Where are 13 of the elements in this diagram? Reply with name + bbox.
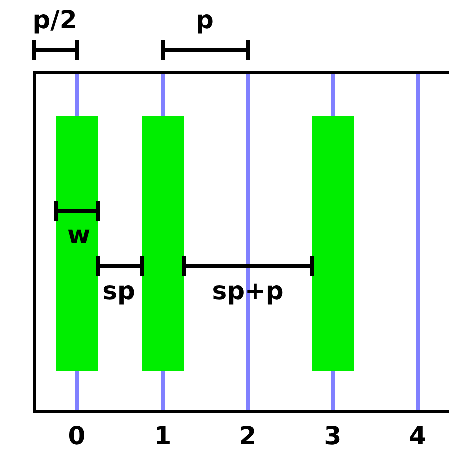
dimension-label: sp+p [212, 278, 284, 304]
dimension-label: p/2 [32, 8, 78, 32]
axis-tick-label: 2 [239, 424, 257, 448]
bar [312, 116, 354, 371]
axis-tick-label: 0 [68, 424, 86, 448]
bar [56, 116, 98, 371]
bar [142, 116, 184, 371]
dimension-label: w [67, 222, 91, 248]
axis-tick-label: 3 [324, 424, 342, 448]
dimension-label: p [196, 8, 214, 32]
axis-tick-label: 1 [154, 424, 172, 448]
axis-tick-label: 4 [409, 424, 427, 448]
dimension-label: sp [102, 278, 136, 304]
